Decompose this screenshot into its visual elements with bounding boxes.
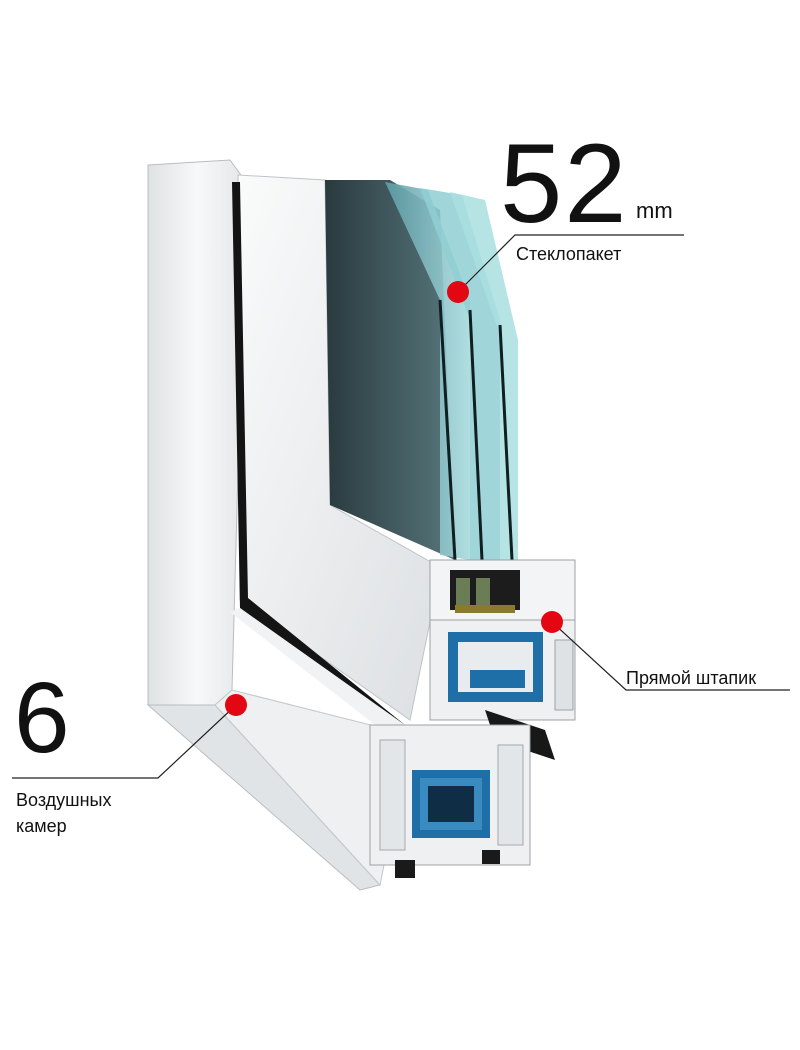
- air-chambers-label-line2: камер: [16, 816, 67, 836]
- glazing-bead-label: Прямой штапик: [626, 668, 757, 688]
- glazing-bead-marker: [541, 611, 563, 633]
- inner-glass-shadow: [325, 180, 455, 560]
- air-chambers-label-line1: Воздушных: [16, 790, 112, 810]
- air-chambers-marker: [225, 694, 247, 716]
- profile-cross-section: [369, 559, 576, 878]
- glass-unit-panes: [385, 182, 518, 561]
- outer-frame: [146, 159, 411, 891]
- air-chambers-count: 6: [14, 662, 70, 774]
- glass-unit-marker: [447, 281, 469, 303]
- callout-lines: [12, 234, 790, 779]
- glass-unit-label: Стеклопакет: [516, 244, 622, 264]
- glass-unit-thickness: 52: [500, 121, 629, 246]
- glass-unit-unit: mm: [636, 198, 673, 223]
